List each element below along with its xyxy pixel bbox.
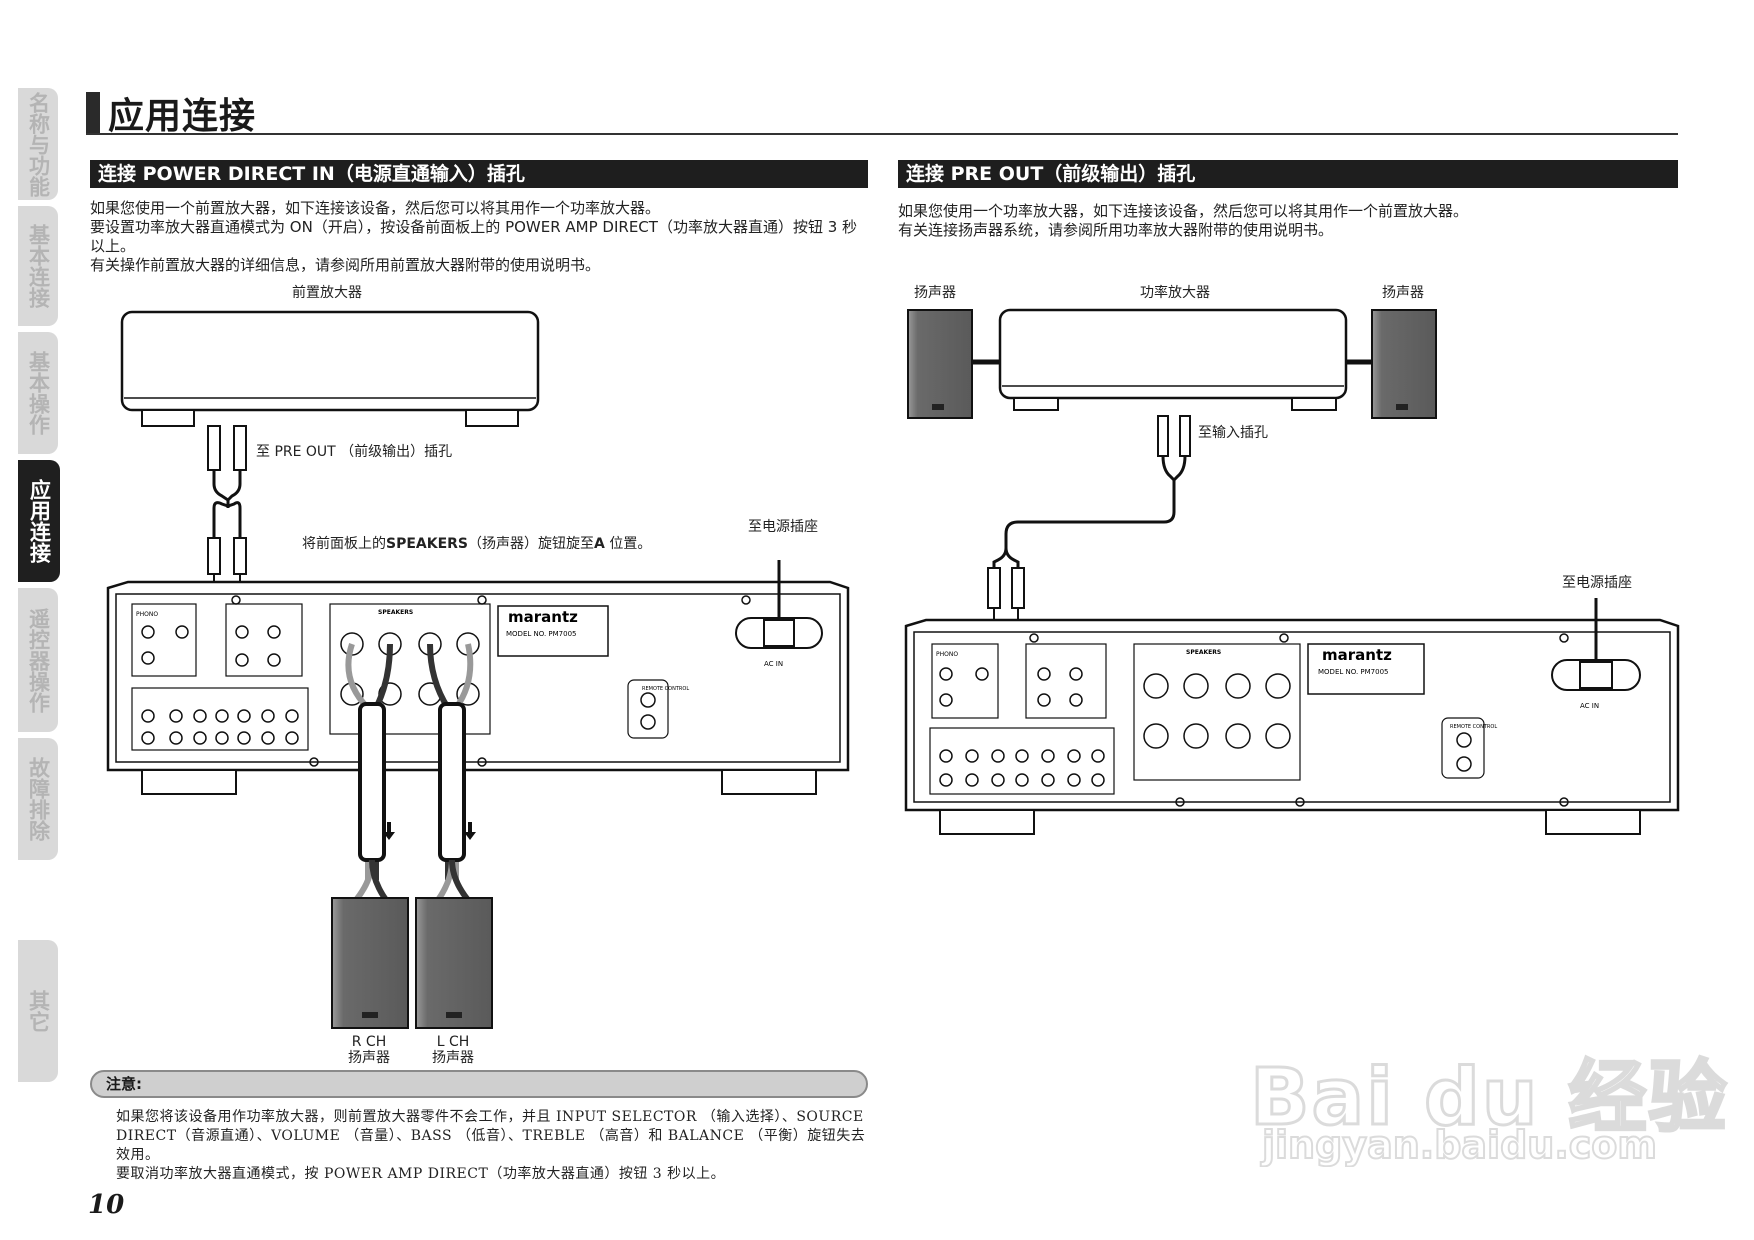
note-line: 如果您将该设备用作功率放大器，则前置放大器零件不会工作，并且 INPUT SEL…: [116, 1109, 866, 1163]
watermark-url: jingyan.baidu.com: [1261, 1122, 1658, 1168]
side-tab-label: 基本连接: [26, 224, 51, 308]
left-section-heading: 连接 POWER DIRECT IN（电源直通输入）插孔: [90, 160, 868, 188]
watermark-logo: Bai du 经验: [1249, 1052, 1729, 1145]
model-number: MODEL NO. PM7005: [506, 630, 576, 638]
pre-out-label: 至 PRE OUT （前级输出）插孔: [256, 444, 453, 460]
outlet-label-left: 至电源插座: [748, 519, 818, 535]
speakers-instruction-prefix: 将前面板上的: [302, 536, 386, 552]
side-tab-label: 应用连接: [27, 479, 52, 563]
side-tab-names-functions[interactable]: 名称与功能: [18, 88, 58, 200]
speakers-label: SPEAKERS: [378, 609, 413, 616]
remote-control-label: REMOTE CONTROL: [1450, 724, 1497, 730]
outlet-label-right: 至电源插座: [1562, 575, 1632, 591]
side-tab-troubleshooting[interactable]: 故障排除: [18, 738, 58, 860]
side-tab-label: 故障排除: [26, 757, 51, 841]
left-paragraph: 要设置功率放大器直通模式为 ON（开启），按设备前面板上的 POWER AMP …: [90, 218, 858, 255]
title-rule: [86, 133, 1678, 135]
brand-logo: marantz: [1322, 646, 1392, 664]
speakers-instruction-suffix: 位置。: [609, 536, 652, 552]
speakers-label: SPEAKERS: [1186, 649, 1221, 656]
side-tab-label: 遥控器操作: [26, 607, 51, 713]
speaker-boxes-left: [331, 897, 493, 1029]
power-amp-label: 功率放大器: [1140, 285, 1210, 301]
watermark: Bai du 经验 jingyan.baidu.com: [1249, 985, 1728, 1175]
left-section-body: 如果您使用一个前置放大器，如下连接该设备，然后您可以将其用作一个功率放大器。 要…: [90, 199, 870, 275]
amp-back-panel-left: marantz MODEL NO. PM7005 AC IN PHONO SPE…: [106, 580, 850, 795]
phono-label: PHONO: [136, 611, 158, 618]
speakers-instruction-mid: （扬声器）旋钮旋至: [468, 536, 595, 552]
power-amp-setup: [907, 308, 1437, 419]
ac-in-label: AC IN: [1580, 702, 1599, 710]
rca-cable-left: [207, 425, 247, 641]
brand-logo: marantz: [508, 608, 578, 626]
side-tab-basic-connection[interactable]: 基本连接: [18, 206, 58, 326]
right-paragraph: 如果您使用一个功率放大器，如下连接该设备，然后您可以将其用作一个前置放大器。: [898, 202, 1469, 220]
model-number: MODEL NO. PM7005: [1318, 668, 1388, 676]
side-tab-label: 名称与功能: [26, 91, 51, 197]
page-title: 应用连接: [86, 92, 256, 137]
note-header: 注意:: [90, 1070, 868, 1098]
remote-control-label: REMOTE CONTROL: [642, 686, 689, 692]
side-tab-remote-operation[interactable]: 遥控器操作: [18, 588, 58, 732]
note-body: 如果您将该设备用作功率放大器，则前置放大器零件不会工作，并且 INPUT SEL…: [116, 1108, 868, 1184]
rch-speaker-label: R CH 扬声器: [336, 1034, 402, 1066]
note-line: 要取消功率放大器直通模式，按 POWER AMP DIRECT（功率放大器直通）…: [116, 1166, 726, 1182]
side-tab-label: 基本操作: [26, 351, 51, 435]
ac-in-label: AC IN: [764, 660, 783, 668]
page-number: 10: [88, 1190, 125, 1220]
input-jack-label: 至输入插孔: [1198, 425, 1268, 441]
side-tab-advanced-connection[interactable]: 应用连接: [18, 460, 60, 582]
side-tab-label: 其它: [26, 990, 51, 1032]
side-tab-other[interactable]: 其它: [18, 940, 58, 1082]
speakers-instruction-bold2: A: [594, 536, 605, 552]
right-paragraph: 有关连接扬声器系统，请参阅所用功率放大器附带的使用说明书。: [898, 221, 1334, 239]
rch-label: R CH: [351, 1034, 387, 1050]
left-paragraph: 如果您使用一个前置放大器，如下连接该设备，然后您可以将其用作一个功率放大器。: [90, 199, 661, 217]
lch-sub: 扬声器: [432, 1050, 474, 1066]
speaker-right-label: 扬声器: [1382, 285, 1424, 301]
page-title-text: 应用连接: [108, 96, 257, 137]
amp-back-panel-right: marantz MODEL NO. PM7005 AC IN PHONO SPE…: [904, 618, 1680, 835]
left-paragraph: 有关操作前置放大器的详细信息，请参阅所用前置放大器附带的使用说明书。: [90, 256, 601, 274]
rch-sub: 扬声器: [348, 1050, 390, 1066]
phono-label: PHONO: [936, 651, 958, 658]
speakers-instruction: 将前面板上的SPEAKERS（扬声器）旋钮旋至A 位置。: [302, 533, 651, 553]
right-section-body: 如果您使用一个功率放大器，如下连接该设备，然后您可以将其用作一个前置放大器。 有…: [898, 202, 1678, 240]
right-section-heading: 连接 PRE OUT（前级输出）插孔: [898, 160, 1678, 188]
preamp-label: 前置放大器: [292, 285, 362, 301]
title-marker: [86, 92, 100, 134]
side-tab-basic-operation[interactable]: 基本操作: [18, 332, 58, 454]
preamp-unit: [120, 310, 540, 427]
speaker-cables-left: [345, 643, 474, 902]
speakers-instruction-bold: SPEAKERS: [386, 536, 469, 552]
speaker-left-label: 扬声器: [914, 285, 956, 301]
lch-label: L CH: [436, 1034, 470, 1050]
down-arrow-icon: [383, 822, 476, 840]
lch-speaker-label: L CH 扬声器: [420, 1034, 486, 1066]
